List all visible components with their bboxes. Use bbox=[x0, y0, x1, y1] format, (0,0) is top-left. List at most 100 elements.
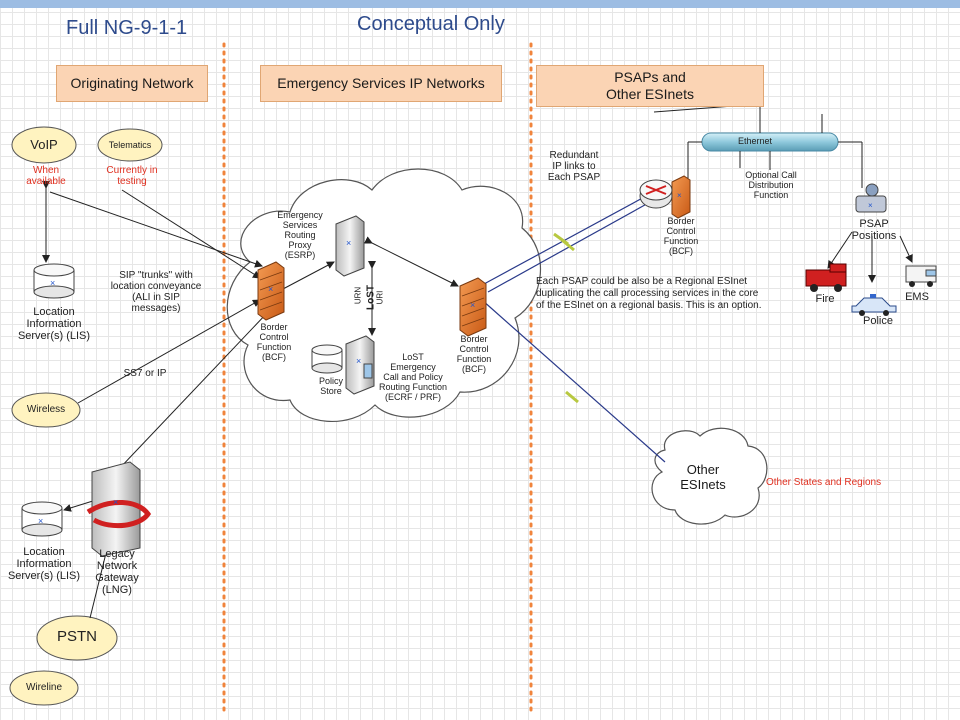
ecrf-line5: (ECRF / PRF) bbox=[385, 392, 441, 402]
wireline-label: Wireline bbox=[25, 682, 63, 693]
bcf-left-label: Border Control Function (BCF) bbox=[246, 322, 302, 362]
policy-line1: Policy bbox=[318, 376, 343, 386]
bcf-psap-label: Border Control Function (BCF) bbox=[656, 216, 706, 256]
other-states-label: Other States and Regions bbox=[766, 477, 882, 488]
sip-note-line4: messages) bbox=[131, 303, 181, 314]
esinet-cloud bbox=[226, 168, 542, 423]
svg-text:×: × bbox=[356, 356, 361, 366]
lis-label-bottom: Location Information Server(s) (LIS) bbox=[0, 546, 94, 582]
lis-top-line3: Server(s) (LIS) bbox=[17, 330, 91, 342]
psap-router bbox=[639, 179, 673, 209]
each-psap-note: Each PSAP could be also be a Regional ES… bbox=[536, 276, 786, 312]
ecrf-label: LoST Emergency Call and Policy Routing F… bbox=[368, 352, 458, 402]
ethernet-label: Ethernet bbox=[737, 136, 773, 146]
pstn-label: PSTN bbox=[56, 628, 97, 645]
esrp-line4: Proxy bbox=[288, 240, 312, 250]
top-bar bbox=[0, 0, 960, 8]
psap-positions-line2: Positions bbox=[851, 230, 897, 242]
other-esinets-label: Other ESInets bbox=[670, 462, 736, 492]
bcf-left-firewall: × bbox=[257, 261, 285, 321]
bcf-psap-firewall: × bbox=[671, 175, 691, 219]
sub-title: Conceptual Only bbox=[357, 13, 505, 35]
header-esinet: Emergency Services IP Networks bbox=[260, 65, 502, 102]
lng-line3: Gateway bbox=[95, 572, 139, 584]
other-esinets-line1: Other bbox=[686, 462, 720, 477]
pstn-cloud bbox=[36, 615, 118, 661]
header-psaps-line2: Other ESInets bbox=[606, 86, 694, 102]
optional-line1: Optional Call bbox=[745, 170, 797, 180]
ecrf-line4: Routing Function bbox=[378, 382, 448, 392]
bcf-psap-line1: Border bbox=[667, 216, 695, 226]
bcf-psap-line4: (BCF) bbox=[669, 246, 693, 256]
esrp-line5: (ESRP) bbox=[284, 250, 316, 260]
lng-server: × bbox=[86, 461, 152, 557]
each-psap-line2: duplicating the call processing services… bbox=[536, 288, 759, 299]
lis-top-line2: Information bbox=[26, 318, 82, 330]
esrp-server: × bbox=[335, 215, 365, 277]
bcf-left-line1: Border bbox=[260, 322, 288, 332]
sip-note-line3: (ALI in SIP bbox=[132, 292, 180, 303]
voip-note: When available bbox=[18, 165, 74, 187]
lis-database-bottom: × bbox=[21, 501, 63, 537]
svg-text:×: × bbox=[470, 300, 475, 310]
sip-trunks-note: SIP "trunks" with location conveyance (A… bbox=[108, 270, 204, 314]
telematics-label: Telematics bbox=[108, 140, 152, 150]
telematics-note-line1: Currently in bbox=[106, 165, 158, 176]
redundant-line1: Redundant bbox=[549, 150, 599, 161]
fire-truck bbox=[805, 263, 847, 292]
bcf-left-line2: Control bbox=[259, 332, 289, 342]
sip-note-line2: location conveyance bbox=[110, 281, 202, 292]
other-esinets-cloud bbox=[651, 427, 768, 525]
wireless-cloud bbox=[11, 392, 81, 428]
lng-label: Legacy Network Gateway (LNG) bbox=[82, 548, 152, 596]
each-psap-line1: Each PSAP could be also be a Regional ES… bbox=[536, 276, 748, 287]
lis-bottom-line2: Information bbox=[16, 558, 72, 570]
esrp-line1: Emergency bbox=[277, 210, 323, 220]
bcf-psap-line3: Function bbox=[663, 236, 699, 246]
lng-line2: Network bbox=[96, 560, 138, 572]
redundant-line2: IP links to bbox=[552, 161, 596, 172]
lis-top-line1: Location bbox=[33, 306, 75, 318]
ss7-label: SS7 or IP bbox=[123, 368, 167, 379]
svg-text:×: × bbox=[38, 516, 43, 526]
lng-line1: Legacy bbox=[99, 548, 135, 560]
ambulance bbox=[905, 265, 937, 287]
bcf-right-firewall: × bbox=[459, 277, 487, 337]
other-esinets-line2: ESInets bbox=[680, 477, 726, 492]
header-originating-network: Originating Network bbox=[56, 65, 208, 102]
optional-call-label: Optional Call Distribution Function bbox=[736, 170, 806, 200]
esrp-line2: Services bbox=[282, 220, 318, 230]
sip-note-line1: SIP "trunks" with bbox=[119, 270, 193, 281]
ecrf-server: × bbox=[345, 335, 375, 395]
optional-line2: Distribution bbox=[748, 180, 794, 190]
telematics-note-line2: testing bbox=[117, 176, 147, 187]
esrp-line3: Routing bbox=[284, 230, 316, 240]
psap-positions-line1: PSAP bbox=[859, 218, 889, 230]
bcf-right-line4: (BCF) bbox=[462, 364, 486, 374]
bcf-right-line1: Border bbox=[460, 334, 488, 344]
fire-label: Fire bbox=[815, 293, 835, 305]
policy-line2: Store bbox=[320, 386, 342, 396]
bcf-left-line4: (BCF) bbox=[262, 352, 286, 362]
lis-label-top: Location Information Server(s) (LIS) bbox=[4, 306, 104, 342]
redundant-links-label: Redundant IP links to Each PSAP bbox=[536, 150, 612, 183]
svg-text:×: × bbox=[50, 278, 55, 288]
police-car bbox=[851, 294, 897, 316]
redundant-line3: Each PSAP bbox=[547, 172, 601, 183]
voip-label: VoIP bbox=[30, 137, 58, 152]
police-label: Police bbox=[863, 315, 893, 327]
bcf-psap-line2: Control bbox=[666, 226, 696, 236]
telematics-note: Currently in testing bbox=[100, 165, 164, 187]
bcf-right-line3: Function bbox=[456, 354, 492, 364]
header-psaps: PSAPs and Other ESInets bbox=[536, 65, 764, 107]
lis-database-top: × bbox=[33, 263, 75, 299]
bcf-left-line3: Function bbox=[256, 342, 292, 352]
svg-text:×: × bbox=[268, 284, 273, 294]
svg-text:×: × bbox=[346, 238, 351, 248]
lis-bottom-line3: Server(s) (LIS) bbox=[7, 570, 81, 582]
svg-text:×: × bbox=[113, 497, 118, 507]
svg-text:×: × bbox=[868, 201, 873, 210]
each-psap-line3: of the ESInet on a regional basis. This … bbox=[536, 300, 762, 311]
